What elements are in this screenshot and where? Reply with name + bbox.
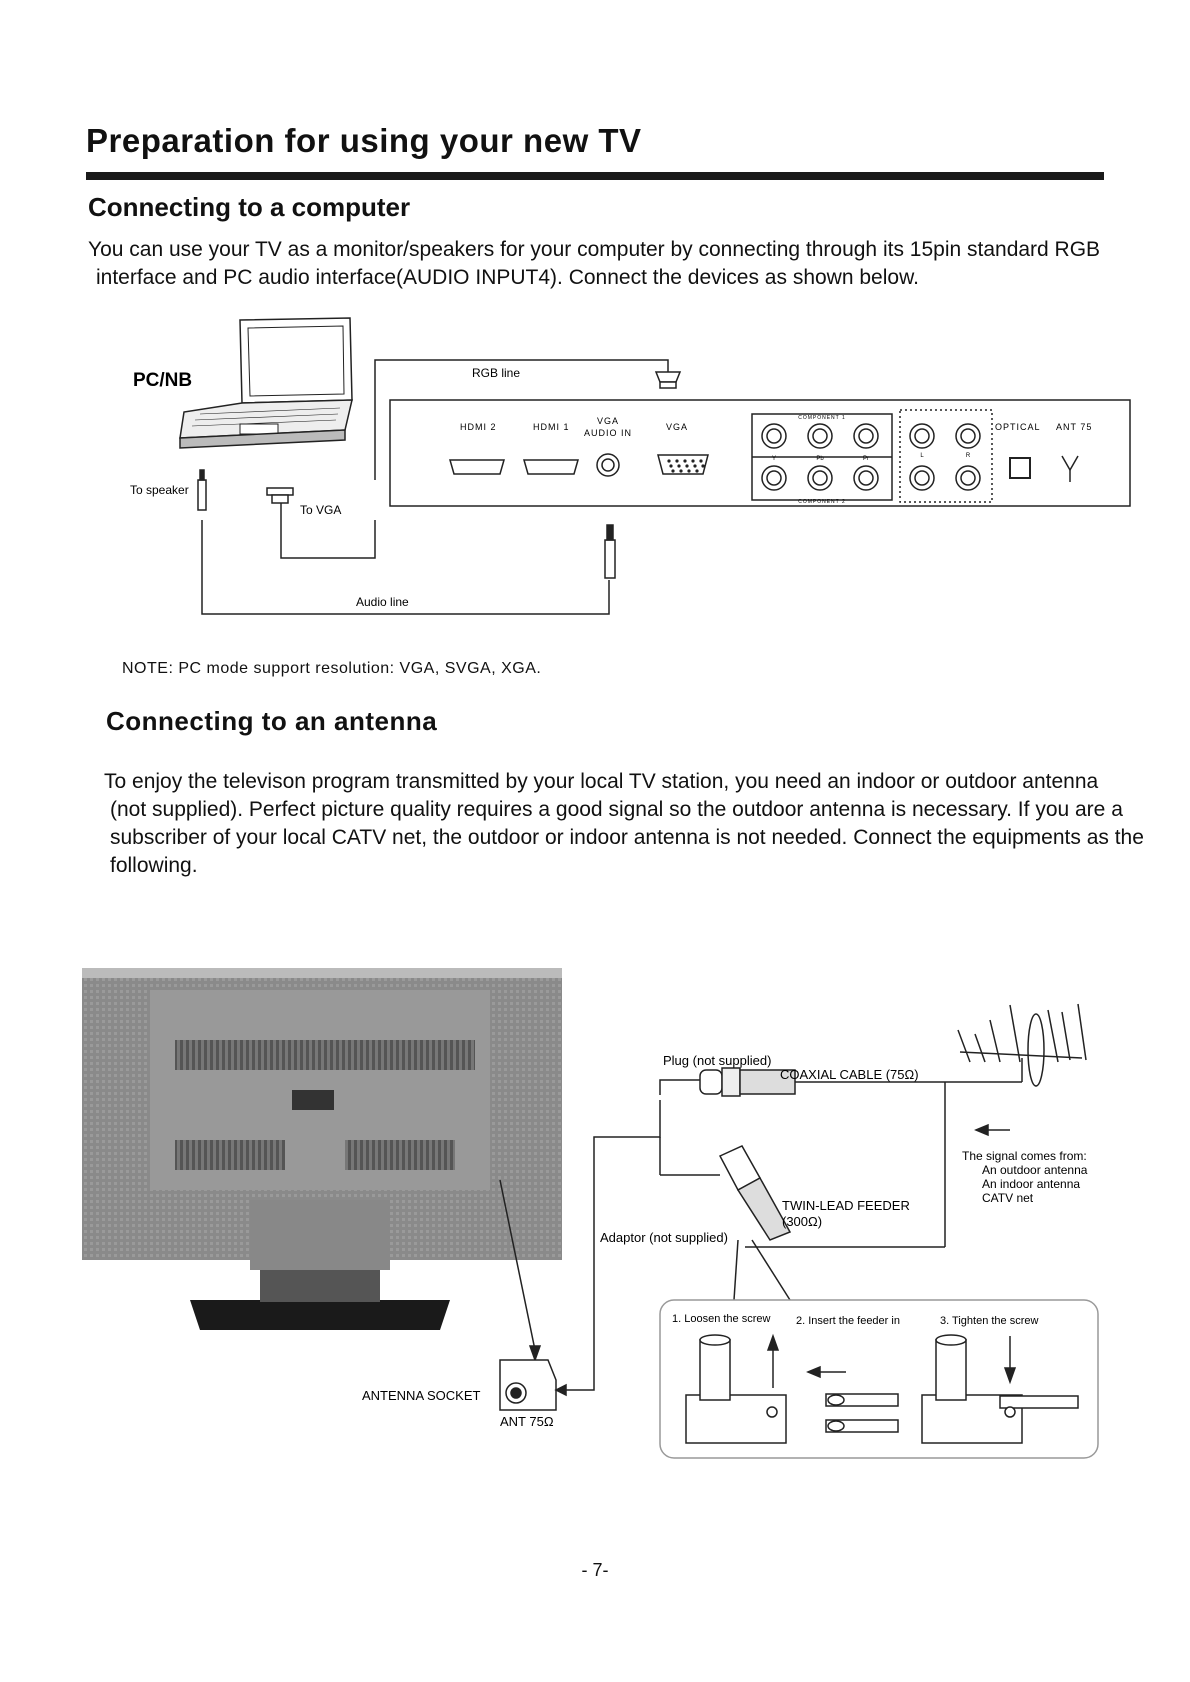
signal-title: The signal comes from: bbox=[962, 1149, 1087, 1163]
component1-label: COMPONENT 1 bbox=[798, 415, 846, 421]
title-rule bbox=[86, 172, 1104, 180]
vga-label: VGA bbox=[666, 422, 688, 432]
vga-audio-label-2: AUDIO IN bbox=[584, 428, 632, 438]
ant-75-label: ANT 75Ω bbox=[500, 1414, 554, 1429]
r-label: R bbox=[966, 453, 971, 459]
page-title: Preparation for using your new TV bbox=[86, 122, 642, 159]
pc-mode-note: NOTE: PC mode support resolution: VGA, S… bbox=[122, 660, 542, 677]
twin-lead-label-2: (300Ω) bbox=[782, 1214, 822, 1229]
pb-label: Pb bbox=[816, 456, 824, 462]
signal-outdoor: An outdoor antenna bbox=[982, 1163, 1088, 1177]
antenna-body-line2: (not supplied). Perfect picture quality … bbox=[110, 798, 1123, 821]
ant75-label: ANT 75 bbox=[1056, 422, 1092, 432]
rgb-line-label: RGB line bbox=[472, 366, 520, 380]
antenna-socket-label: ANTENNA SOCKET bbox=[362, 1388, 481, 1403]
hdmi2-label: HDMI 2 bbox=[460, 422, 497, 432]
antenna-body-line3: subscriber of your local CATV net, the o… bbox=[110, 826, 1144, 849]
adaptor-label: Adaptor (not supplied) bbox=[600, 1230, 728, 1245]
heading-computer: Connecting to a computer bbox=[88, 192, 411, 222]
pc-nb-label: PC/NB bbox=[133, 370, 192, 391]
plug-label: Plug (not supplied) bbox=[663, 1053, 771, 1068]
tv-back-photo bbox=[82, 968, 562, 1330]
component2-label: COMPONENT 2 bbox=[798, 499, 846, 505]
step-2-label: 2. Insert the feeder in bbox=[796, 1315, 900, 1327]
twin-lead-label-1: TWIN-LEAD FEEDER bbox=[782, 1198, 910, 1213]
computer-body-line1: You can use your TV as a monitor/speaker… bbox=[88, 238, 1101, 261]
page-number: - 7- bbox=[581, 1560, 609, 1580]
signal-catv: CATV net bbox=[982, 1191, 1034, 1205]
computer-body-line2: interface and PC audio interface(AUDIO I… bbox=[96, 266, 919, 289]
optical-label: OPTICAL bbox=[995, 422, 1041, 432]
step-3-label: 3. Tighten the screw bbox=[940, 1315, 1038, 1327]
l-label: L bbox=[920, 453, 924, 459]
signal-indoor: An indoor antenna bbox=[982, 1177, 1080, 1191]
antenna-body-line4: following. bbox=[110, 854, 198, 877]
pr-label: Pr bbox=[863, 456, 869, 462]
y-label: Y bbox=[772, 456, 776, 462]
coaxial-label: COAXIAL CABLE (75Ω) bbox=[780, 1067, 919, 1082]
audio-line-label: Audio line bbox=[356, 595, 409, 609]
step-1-label: 1. Loosen the screw bbox=[672, 1313, 771, 1325]
to-speaker-label: To speaker bbox=[130, 483, 189, 497]
heading-antenna: Connecting to an antenna bbox=[106, 706, 438, 736]
antenna-body-line1: To enjoy the televison program transmitt… bbox=[104, 770, 1099, 793]
to-vga-label: To VGA bbox=[300, 503, 341, 517]
vga-audio-label-1: VGA bbox=[597, 416, 619, 426]
hdmi1-label: HDMI 1 bbox=[533, 422, 570, 432]
laptop-illustration bbox=[179, 317, 353, 449]
